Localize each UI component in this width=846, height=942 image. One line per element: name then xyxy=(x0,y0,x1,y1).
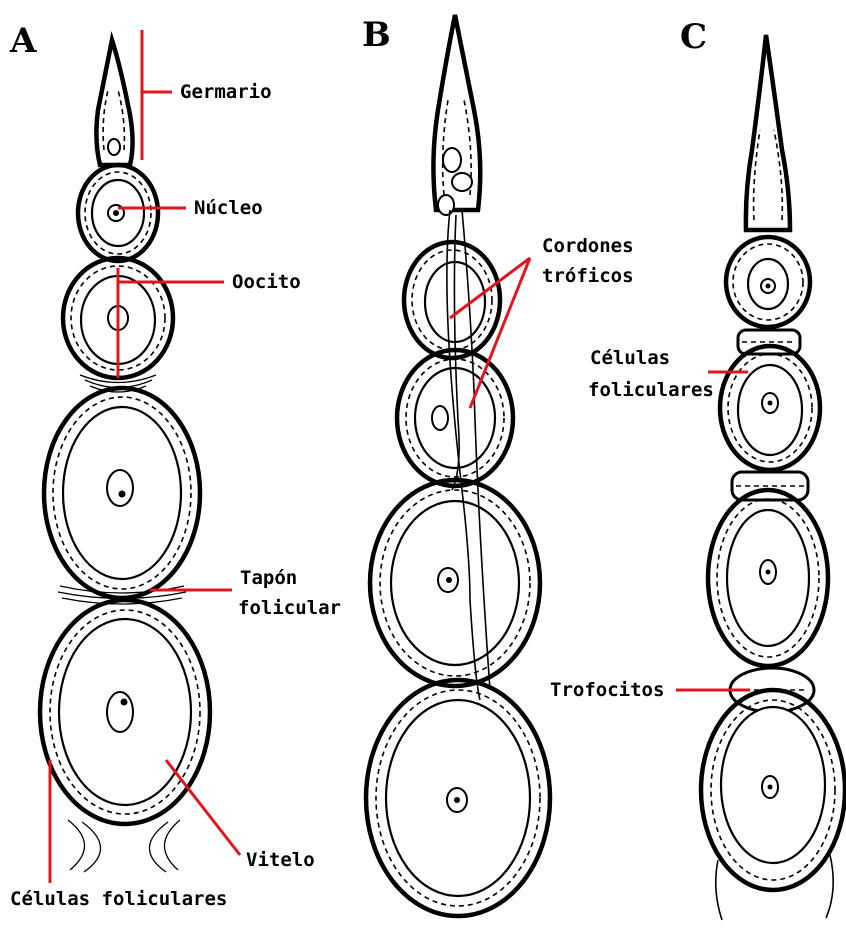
label-germario: Germario xyxy=(180,81,272,103)
label-tapon-2: folicular xyxy=(238,597,341,619)
label-trofocitos: Trofocitos xyxy=(550,679,664,701)
label-cordones-2: tróficos xyxy=(542,265,634,287)
label-oocito: Oocito xyxy=(232,271,301,293)
panel-letter-a: A xyxy=(9,21,37,61)
label-celulas-foliculares-a: Células foliculares xyxy=(10,888,227,910)
label-vitelo: Vitelo xyxy=(246,849,315,871)
label-cordones-1: Cordones xyxy=(542,235,634,257)
label-tapon-1: Tapón xyxy=(240,567,297,589)
panel-letter-c: C xyxy=(680,17,707,57)
label-celulas-c-2: foliculares xyxy=(588,379,714,401)
germ-cell-a xyxy=(108,139,120,155)
ovariole-c xyxy=(701,35,845,920)
panel-letter-b: B xyxy=(362,15,391,55)
label-nucleo: Núcleo xyxy=(194,197,263,219)
ovariole-b xyxy=(366,15,550,916)
label-celulas-c-1: Células xyxy=(590,347,670,369)
germarium-c xyxy=(746,35,790,230)
ovariole-a xyxy=(40,40,210,872)
